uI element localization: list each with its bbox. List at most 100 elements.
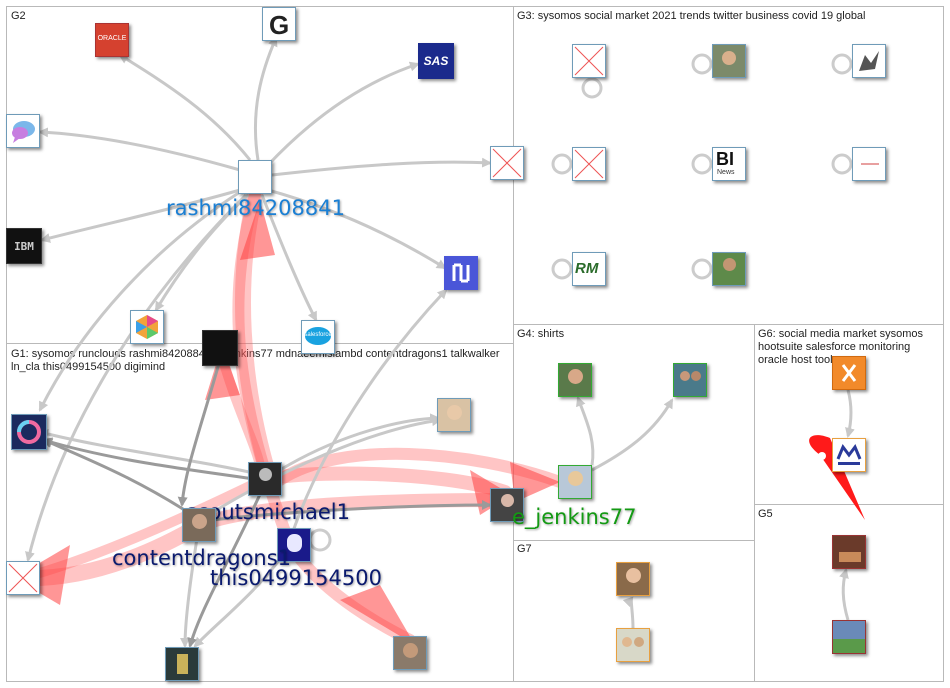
edge-red-rashmi-scouts: [235, 187, 278, 488]
avatar-icon: [501, 494, 514, 507]
node-sunglasses[interactable]: [393, 636, 427, 670]
node-hex[interactable]: [130, 310, 164, 344]
tarot-card-icon: [177, 654, 188, 674]
node-ln[interactable]: [444, 256, 478, 290]
node-salesforce[interactable]: salesforce: [301, 320, 335, 354]
node-scouts[interactable]: [248, 462, 282, 496]
self-loop-icon: [691, 153, 713, 175]
node-g3-broken-1[interactable]: [572, 44, 606, 78]
node-rashmi[interactable]: [238, 160, 272, 194]
node-broken-g2[interactable]: [490, 146, 524, 180]
broken-image-icon: [492, 148, 522, 178]
node-broken-g1[interactable]: [6, 561, 40, 595]
ibm-logo-text: IBM: [14, 240, 34, 253]
edge-dark-dark-cd: [177, 359, 222, 507]
self-loop-icon: [551, 153, 573, 175]
g2-edges: [25, 36, 492, 562]
edge-dark-cd-swirl: [42, 438, 201, 522]
node-ibm[interactable]: IBM: [6, 228, 42, 264]
node-g5-room[interactable]: [832, 535, 866, 569]
avatar-icon: [622, 637, 632, 647]
broken-image-icon: [8, 563, 38, 593]
node-g3-bi[interactable]: BI News: [712, 147, 746, 181]
self-loop-icon: [831, 53, 853, 75]
orange-logo-icon: [841, 364, 857, 382]
node-couple[interactable]: [673, 363, 707, 397]
edge-rashmi-oracle: [118, 53, 252, 161]
millennial-logo-icon: [836, 444, 862, 465]
edge-rashmi-ibm: [40, 188, 241, 243]
edge-rashmi-swirl: [38, 190, 241, 412]
node-speech[interactable]: [6, 114, 40, 148]
stadium-photo-icon: [833, 639, 865, 653]
edge-dark-scouts-tarot: [187, 489, 264, 648]
node-oracle[interactable]: ORACLE: [95, 23, 129, 57]
group-label-g5: G5: [758, 508, 773, 520]
self-loop-icon: [691, 258, 713, 280]
salesforce-logo-text: salesforce: [304, 332, 332, 338]
avatar-icon: [259, 468, 272, 481]
g-logo-icon: G: [269, 10, 290, 40]
edge-rashmi-ln: [267, 188, 447, 270]
edge-rashmi-broken-g2: [271, 157, 492, 177]
group-label-g3: G3: sysomos social market 2021 trends tw…: [517, 10, 866, 22]
label-jenkins: e_jenkins77: [512, 505, 637, 529]
node-blonde[interactable]: [437, 398, 471, 432]
node-g-logo[interactable]: G: [262, 7, 296, 41]
dragon-logo-icon: [859, 51, 879, 71]
node-orange-logo[interactable]: [832, 356, 866, 390]
node-tarot[interactable]: [165, 647, 199, 681]
node-swirl[interactable]: [11, 414, 47, 450]
self-loop-icon: [551, 258, 573, 280]
edge-rashmi-sas: [266, 61, 420, 167]
speech-bubble-icon: [12, 121, 35, 143]
node-jenkins[interactable]: [558, 465, 592, 499]
node-g5-stadium[interactable]: [832, 620, 866, 654]
node-this049[interactable]: [277, 528, 311, 562]
avatar-icon: [568, 369, 583, 384]
node-g7-group[interactable]: [616, 628, 650, 662]
g1-dark-edges: [42, 359, 492, 648]
self-loops: [308, 53, 853, 552]
edge-rashmi-salesforce: [260, 194, 318, 322]
node-bald-man[interactable]: [558, 363, 592, 397]
avatar-icon: [626, 568, 641, 583]
avatar-icon: [680, 371, 690, 381]
avatar-icon: [403, 643, 418, 658]
node-sas[interactable]: SAS: [418, 43, 454, 79]
arrowhead-red-rashmi: [240, 200, 275, 260]
arrowhead-red-sunglasses: [340, 585, 415, 645]
node-millennial[interactable]: [832, 438, 866, 472]
node-contentdragons[interactable]: [182, 508, 216, 542]
salesforce-logo-icon: [305, 327, 331, 345]
avatar-icon: [447, 405, 462, 420]
node-g3-photo-man[interactable]: [712, 44, 746, 78]
edge-dark-cd-pink: [211, 500, 492, 522]
label-rashmi: rashmi84208841: [166, 196, 345, 220]
node-g3-photo-man-2[interactable]: [712, 252, 746, 286]
arrowhead-red-broken: [14, 545, 70, 605]
g6-red-loop-dot: [818, 452, 826, 460]
edge-this-ln: [288, 288, 448, 541]
node-g3-rm[interactable]: RM: [572, 252, 606, 286]
avatar-icon: [634, 637, 644, 647]
node-pink-portrait[interactable]: [490, 488, 524, 522]
group-box-g6: [754, 324, 944, 505]
edge-g7: [622, 596, 635, 629]
swirl-logo-icon: [17, 420, 41, 444]
bi-logo-text: BI: [716, 149, 734, 169]
group-label-g2: G2: [11, 10, 26, 22]
node-g3-pink-text[interactable]: [852, 147, 886, 181]
edge-g5: [839, 568, 850, 621]
ln-logo-icon: [452, 263, 470, 283]
edge-scouts-swirl: [38, 429, 263, 477]
broken-image-icon: [574, 149, 604, 179]
avatar-icon: [287, 534, 302, 552]
node-g7-woman[interactable]: [616, 562, 650, 596]
group-box-g5: [754, 504, 944, 682]
edge-jenkins-bald: [576, 396, 595, 466]
node-dark-avatar[interactable]: [202, 330, 238, 366]
edge-g6: [845, 389, 855, 438]
node-g3-dragon[interactable]: [852, 44, 886, 78]
node-g3-broken-2[interactable]: [572, 147, 606, 181]
